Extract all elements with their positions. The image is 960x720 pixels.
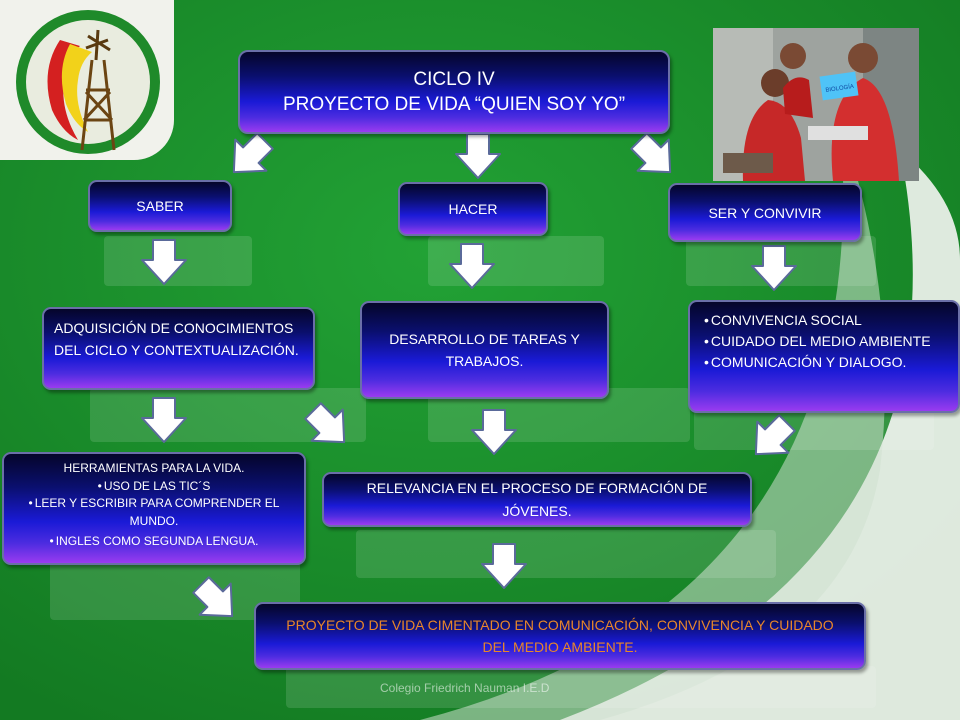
reflection — [694, 410, 934, 450]
arrow-icon — [449, 243, 495, 289]
tools-heading: HERRAMIENTAS PARA LA VIDA. — [63, 461, 245, 475]
reflection — [356, 530, 776, 578]
arrow-icon — [622, 124, 687, 189]
saber-label: SABER — [136, 198, 184, 214]
arrow-icon — [141, 397, 187, 443]
reflection — [286, 666, 876, 708]
ser-detail-list: CONVIVENCIA SOCIAL CUIDADO DEL MEDIO AMB… — [704, 310, 948, 373]
hacer-box: HACER — [398, 182, 548, 236]
title-line-2: PROYECTO DE VIDA “QUIEN SOY YO” — [282, 94, 626, 115]
school-logo — [0, 0, 174, 160]
relevance-line-2: JÓVENES. — [502, 503, 572, 519]
tools-item: LEER Y ESCRIBIR PARA COMPRENDER EL MUNDO… — [12, 495, 296, 530]
final-box: PROYECTO DE VIDA CIMENTADO EN COMUNICACI… — [254, 602, 866, 670]
ser-detail-item: CONVIVENCIA SOCIAL — [704, 310, 948, 331]
ser-detail-item: CUIDADO DEL MEDIO AMBIENTE — [704, 331, 948, 352]
arrow-icon — [481, 543, 527, 589]
tools-list: USO DE LAS TIC´S LEER Y ESCRIBIR PARA CO… — [12, 478, 296, 551]
saber-box: SABER — [88, 180, 232, 232]
tools-box: HERRAMIENTAS PARA LA VIDA. USO DE LAS TI… — [2, 452, 306, 565]
title-line-1: CICLO IV — [413, 69, 495, 90]
book-title: BIOLOGÍA — [825, 83, 854, 94]
arrow-icon — [751, 245, 797, 291]
hacer-detail-box: DESARROLLO DE TAREAS Y TRABAJOS. — [360, 301, 609, 399]
arrow-icon — [184, 568, 249, 633]
relevance-box: RELEVANCIA EN EL PROCESO DE FORMACIÓN DE… — [322, 472, 752, 527]
ser-detail-box: CONVIVENCIA SOCIAL CUIDADO DEL MEDIO AMB… — [688, 300, 960, 413]
relevance-line-1: RELEVANCIA EN EL PROCESO DE FORMACIÓN DE — [366, 480, 708, 496]
hacer-detail-text: DESARROLLO DE TAREAS Y TRABAJOS. — [389, 331, 580, 369]
footer-text: Colegio Friedrich Nauman I.E.D — [380, 681, 550, 695]
ser-detail-item: COMUNICACIÓN Y DIALOGO. — [704, 352, 948, 373]
arrow-icon — [296, 394, 361, 459]
ser-convivir-label: SER Y CONVIVIR — [708, 204, 822, 221]
reflection — [428, 236, 604, 286]
ser-convivir-box: SER Y CONVIVIR — [668, 183, 862, 242]
arrow-icon — [455, 133, 501, 179]
saber-detail-text: ADQUISICIÓN DE CONOCIMIENTOS DEL CICLO Y… — [54, 320, 299, 358]
background-swoosh — [560, 150, 960, 720]
arrow-icon — [471, 409, 517, 455]
final-text: PROYECTO DE VIDA CIMENTADO EN COMUNICACI… — [286, 617, 834, 655]
students-photo: BIOLOGÍA — [713, 28, 919, 181]
arrow-icon — [217, 124, 282, 189]
hacer-label: HACER — [448, 201, 498, 217]
saber-detail-box: ADQUISICIÓN DE CONOCIMIENTOS DEL CICLO Y… — [42, 307, 315, 390]
tools-item: USO DE LAS TIC´S — [12, 478, 296, 496]
arrow-icon — [739, 406, 804, 471]
arrow-icon — [141, 239, 187, 285]
tools-item: INGLES COMO SEGUNDA LENGUA. — [12, 533, 296, 551]
title-box: CICLO IV PROYECTO DE VIDA “QUIEN SOY YO” — [238, 50, 670, 134]
